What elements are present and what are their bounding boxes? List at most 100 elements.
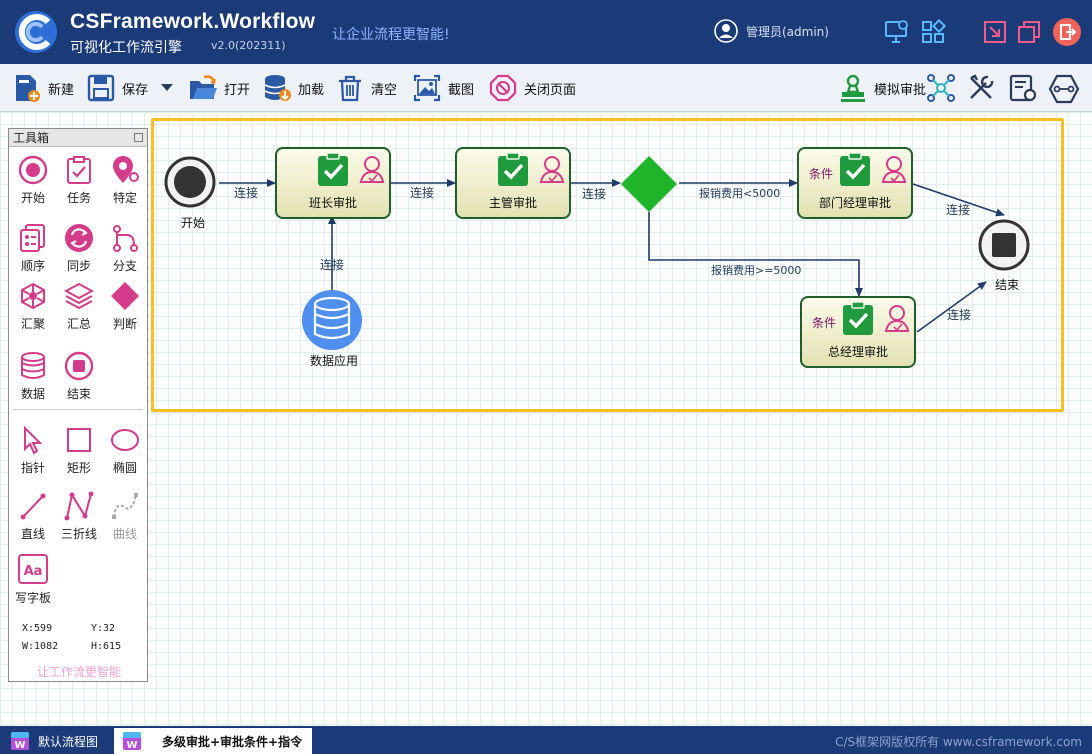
tool-specific-label: 特定 [112,191,137,205]
tool-polyline-label: 三折线 [60,527,97,541]
tool-data[interactable]: 数据 [11,351,55,402]
tool-pointer[interactable]: 指针 [11,425,55,476]
tool-ellipse[interactable]: 椭圆 [103,425,147,476]
pointer-icon [24,425,43,455]
workflow-doc-icon: W [123,732,141,751]
task-team-leader[interactable]: 班长审批 [275,147,391,219]
coord-x: X:599 [22,623,53,634]
hexagon-flow-icon[interactable] [1048,73,1080,105]
tool-rect-label: 矩形 [66,461,91,475]
tool-end[interactable]: 结束 [57,351,101,402]
data-application-node[interactable] [302,290,362,350]
data-application-label: 数据应用 [310,354,359,368]
coord-y: Y:32 [91,623,116,634]
tab-default-flow[interactable]: W 默认流程图 [2,728,112,754]
workflow-doc-icon: W [11,732,29,751]
main-toolbar: 新建 保存 打开 加载 [0,64,1092,112]
tool-sequence[interactable]: 顺序 [11,223,55,274]
logout-icon[interactable] [1052,17,1082,47]
tool-merge[interactable]: 汇聚 [11,281,55,332]
close-page-icon [489,74,517,102]
edge-gm-end [916,281,987,333]
tool-sync[interactable]: 同步 [57,223,101,274]
task-supervisor[interactable]: 主管审批 [455,147,571,219]
rectangle-icon [67,428,91,452]
save-button[interactable]: 保存 [86,70,174,106]
pin-icon[interactable] [134,133,143,142]
task-label: 班长审批 [308,196,357,210]
close-page-label: 关闭页面 [524,82,577,98]
tool-ellipse-label: 椭圆 [112,461,137,475]
approver-user-icon [881,156,907,183]
app-header: CSFramework.Workflow 可视化工作流引擎 v2.0(20231… [0,0,1092,64]
tool-branch[interactable]: 分支 [103,223,147,274]
tool-start[interactable]: 开始 [11,155,55,206]
tool-judge[interactable]: 判断 [103,281,147,332]
clear-button[interactable]: 清空 [335,70,397,106]
monitor-settings-icon[interactable] [884,19,910,45]
sequence-docs-icon [20,224,45,252]
tab-default-label: 默认流程图 [38,734,99,749]
decision-gateway[interactable] [621,156,677,212]
chevron-down-icon[interactable] [160,83,174,93]
approve-check-icon [318,153,348,186]
approver-user-icon [539,156,565,183]
edge-label-1: 连接 [234,186,259,200]
tool-curve[interactable]: 曲线 [103,491,147,542]
approve-check-icon [840,153,870,186]
minimize-window-icon[interactable] [982,19,1008,45]
tool-textboard[interactable]: Aa 写字板 [11,553,55,606]
open-button[interactable]: 打开 [188,70,250,106]
end-circle-icon [64,351,94,381]
header-slogan: 让企业流程更智能! [332,27,450,43]
tool-rect[interactable]: 矩形 [57,425,101,476]
restore-window-icon[interactable] [1016,19,1042,45]
tool-polyline[interactable]: 三折线 [57,491,101,542]
start-event[interactable] [164,156,216,208]
toolbox-title-text: 工具箱 [13,131,50,145]
new-label: 新建 [48,82,75,98]
database-load-icon [264,75,291,101]
tool-start-label: 开始 [20,191,45,205]
user-name: 管理员(admin) [746,24,829,39]
flow-edges [164,156,1030,350]
toolbox-panel: 工具箱 开始 任务 特定 顺序 同步 分支 [8,128,148,682]
copyright-text: C/S框架网版权所有 www.csframework.com [835,735,1082,749]
tab-multi-approval[interactable]: W 多级审批+审批条件+指令 [114,728,312,754]
task-label: 主管审批 [488,196,537,210]
ellipse-icon [111,429,139,451]
tool-summary[interactable]: 汇总 [57,281,101,332]
line-icon [20,493,46,520]
workflow-canvas[interactable]: 开始 结束 数据应用 连接 连接 连接 连接 连接 连接 报销费用<5000 报… [0,112,1092,726]
condition-tag: 条件 [812,316,837,330]
tool-merge-label: 汇聚 [20,317,45,331]
app-version: v2.0(202311) [211,39,286,52]
tool-task[interactable]: 任务 [57,155,101,206]
tools-icon[interactable] [966,73,996,103]
task-dept-manager[interactable]: 条件 部门经理审批 [797,147,913,219]
tool-line[interactable]: 直线 [11,491,55,542]
image-capture-icon [413,74,441,102]
svg-text:Aa: Aa [24,564,43,579]
load-button[interactable]: 加载 [262,70,324,106]
end-event[interactable] [978,219,1030,271]
screenshot-button[interactable]: 截图 [412,70,474,106]
tool-judge-label: 判断 [112,317,137,331]
close-page-button[interactable]: 关闭页面 [488,70,576,106]
new-button[interactable]: 新建 [12,70,74,106]
form-settings-icon[interactable] [1008,73,1038,103]
network-nodes-icon[interactable] [926,73,956,103]
task-general-manager[interactable]: 条件 总经理审批 [800,296,916,368]
save-icon [87,74,115,102]
simulate-approval-button[interactable]: 模拟审批 [838,70,926,106]
trash-icon [339,75,361,102]
save-label: 保存 [122,82,149,98]
simulate-approval-label: 模拟审批 [874,82,927,98]
grid-apps-icon[interactable] [920,19,946,45]
user-avatar-icon [714,19,738,43]
tool-specific[interactable]: 特定 [103,155,147,206]
user-menu[interactable]: 管理员(admin) [714,19,829,43]
merge-hub-icon [21,282,45,310]
app-logo-icon [15,11,57,53]
toolbox-divider [13,409,143,410]
